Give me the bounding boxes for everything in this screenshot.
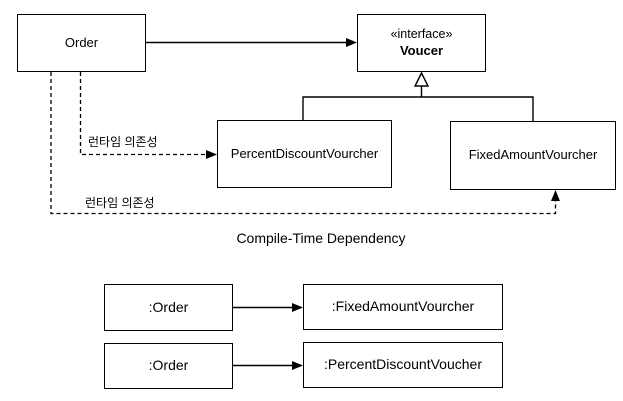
object-box-percent-discount-voucher: :PercentDiscountVoucher (303, 342, 503, 388)
runtime-dependency-label-1: 런타임 의존성 (86, 133, 160, 150)
object-label-order-1: :Order (148, 298, 189, 315)
arrowhead-icon (206, 150, 217, 159)
object-label-percent-discount-voucher: :PercentDiscountVoucher (324, 356, 482, 373)
object-box-order-2: :Order (104, 343, 233, 389)
class-box-percent-discount-vourcher: PercentDiscountVourcher (217, 120, 392, 188)
order-to-voucer-solid-arrow (146, 38, 357, 47)
arrowhead-icon (346, 38, 357, 47)
object-label-order-2: :Order (148, 357, 189, 374)
class-box-fixed-amount-vourcher: FixedAmountVourcher (450, 121, 616, 190)
class-label-order: Order (64, 34, 99, 50)
arrowhead-icon (292, 303, 303, 312)
arrowhead-icon (551, 190, 560, 201)
runtime-dependency-arrow-fixed (50, 72, 560, 215)
interface-box-voucer: «interface» Voucer (357, 14, 486, 72)
object-arrow-row2 (233, 361, 303, 370)
runtime-dependency-label-2: 런타임 의존성 (83, 194, 157, 211)
interface-stereotype: «interface» (390, 27, 453, 42)
object-label-fixed-amount-vourcher: :FixedAmountVourcher (331, 298, 475, 315)
hollow-triangle-icon (413, 71, 430, 87)
class-label-fixed-amount-vourcher: FixedAmountVourcher (468, 147, 598, 163)
class-box-order: Order (17, 14, 146, 72)
interface-name: Voucer (399, 42, 444, 58)
object-box-order-1: :Order (104, 284, 233, 331)
object-box-fixed-amount-vourcher: :FixedAmountVourcher (303, 284, 503, 330)
arrowhead-icon (292, 361, 303, 370)
class-label-percent-discount-vourcher: PercentDiscountVourcher (230, 145, 379, 161)
diagram-caption: Compile-Time Dependency (236, 230, 406, 246)
object-arrow-row1 (233, 303, 303, 312)
realization-connector (302, 71, 534, 121)
runtime-dependency-arrow-percent (79, 72, 217, 159)
